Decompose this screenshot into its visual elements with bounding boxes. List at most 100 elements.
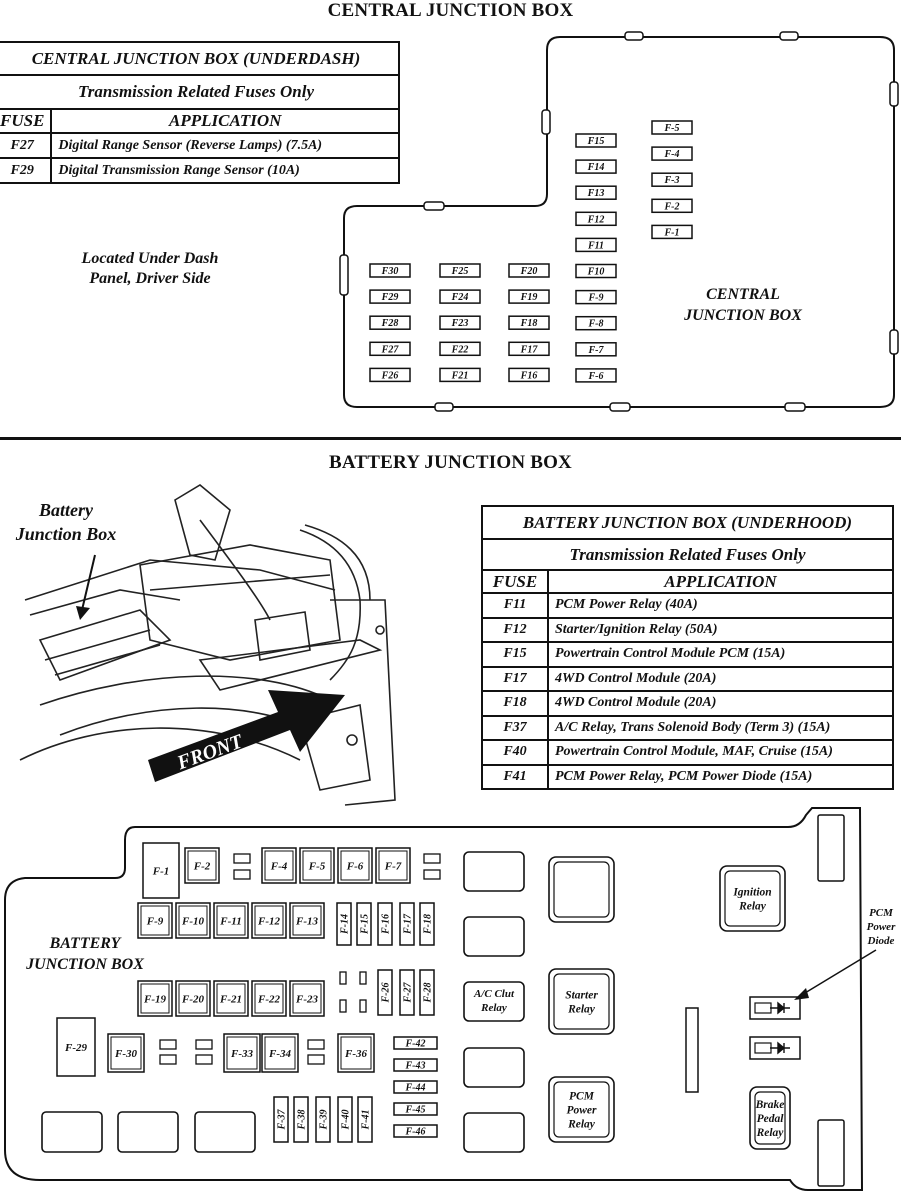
fuse-outline [575, 368, 617, 383]
fuse-outline [251, 902, 287, 939]
fuse-label: F-19 [143, 993, 167, 1005]
mini-slot [339, 999, 347, 1013]
fuse-inner-outline [292, 983, 322, 1014]
fuse-outline [377, 969, 393, 1016]
mini-slot [307, 1039, 325, 1050]
ac-clutch-relay [463, 981, 525, 1022]
battery-section-title: BATTERY JUNCTION BOX [329, 452, 572, 473]
callout-line [81, 554, 96, 611]
fuse-label: F-13 [295, 915, 319, 927]
engine-bay-illustration: FRONT [19, 484, 396, 806]
fuse-label: F-34 [268, 1048, 292, 1060]
fuse-label: F-44 [405, 1083, 426, 1094]
fuse-label: F-22 [257, 993, 281, 1005]
fuse: F28 [369, 315, 411, 330]
fuse-outline [184, 847, 220, 884]
fuse-inner-outline [254, 905, 284, 936]
fuse: F-26 [377, 969, 393, 1016]
fuse-inner-outline [140, 983, 170, 1014]
fuse-outline [337, 847, 373, 884]
clip-tab [817, 814, 845, 882]
pcm-power-relay [548, 1076, 615, 1143]
callout-line: Junction Box [15, 524, 117, 544]
relay-label: Relay [567, 1119, 596, 1131]
fuse-outline [439, 315, 481, 330]
fuse: F-2 [184, 847, 220, 884]
fuse-label: F19 [520, 292, 538, 303]
fuse: F-29 [56, 1017, 96, 1077]
fuse-outline [575, 342, 617, 357]
fuse-outline [337, 1096, 353, 1143]
fuse-outline [508, 367, 550, 383]
fuse-label: F-8 [588, 319, 604, 330]
mini-slot [233, 869, 251, 880]
battery-table-title: BATTERY JUNCTION BOX (UNDERHOOD) [481, 505, 894, 540]
cable-sketch [199, 519, 271, 621]
fuse-outline [399, 902, 415, 946]
fuse-outline [213, 980, 249, 1017]
sketch-line [24, 559, 336, 601]
fuse: F-13 [289, 902, 325, 939]
relay-label: Ignition [732, 887, 771, 899]
fuse-label: F-2 [193, 860, 211, 872]
connector-sketch [254, 611, 311, 661]
fuse-outline [575, 315, 617, 331]
sketch-line [54, 644, 161, 676]
fuse: F-4 [261, 847, 297, 884]
fuse-outline [377, 902, 393, 946]
fuse-outline [356, 902, 372, 946]
fuse-outline [575, 289, 617, 305]
fuse: F-16 [377, 902, 393, 946]
fuse-outline [419, 902, 435, 946]
front-arrow [148, 690, 345, 782]
fuse-outline [369, 367, 411, 383]
fuse-label: F-4 [664, 149, 680, 160]
fuse-outline [419, 969, 435, 1016]
clip-tab [624, 31, 644, 41]
battery-row-application: PCM Power Relay (40A) [547, 592, 894, 619]
fuse: F13 [575, 185, 617, 200]
fuse: F-38 [293, 1096, 309, 1143]
fuse-label: F18 [520, 318, 538, 329]
battery-row-fuse: F37 [481, 714, 549, 741]
fuse-outline [261, 1033, 299, 1073]
mini-slot [195, 1054, 213, 1065]
mini-slot [159, 1054, 177, 1065]
clip-tab [541, 109, 551, 135]
fuse-label: F21 [451, 370, 469, 381]
fuse-outline [137, 902, 173, 939]
busbar [685, 1007, 699, 1093]
diode-pointer [799, 949, 877, 997]
starter-relay-inner [553, 973, 610, 1030]
fuse-label: F-6 [346, 860, 364, 872]
fuse-outline [56, 1017, 96, 1077]
battery-box-outline [4, 807, 864, 1191]
fuse-label: F-28 [423, 983, 434, 1004]
fuse: F-6 [575, 368, 617, 383]
fuse: F19 [508, 289, 550, 304]
bolt-sketch [346, 734, 358, 746]
fuse-label: F-15 [360, 914, 371, 935]
fuse-label: F29 [381, 292, 399, 303]
fuse-inner-outline [340, 850, 370, 881]
fuse-inner-outline [264, 1036, 296, 1070]
bracket-sketch [299, 704, 371, 791]
fuse-outline [393, 1080, 438, 1094]
empty-relay-slot [463, 1047, 525, 1088]
fuse-outline [223, 1033, 261, 1073]
fuse-outline [213, 902, 249, 939]
fuse: F11 [575, 237, 617, 253]
bolt-sketch [375, 625, 385, 635]
fuse: F16 [508, 367, 550, 383]
starter-relay [548, 968, 615, 1035]
fuse-inner-outline [292, 905, 322, 936]
junction-box-sketch [38, 609, 172, 681]
fuse-label: F28 [381, 318, 399, 329]
central-col-application: APPLICATION [50, 108, 400, 134]
relay-label: PCM [569, 1091, 595, 1103]
fuse: F-5 [651, 120, 693, 135]
battery-row-fuse: F12 [481, 616, 549, 643]
brake-pedal-relay [749, 1086, 791, 1150]
fuse-outline [289, 902, 325, 939]
fuse: F-7 [575, 342, 617, 357]
